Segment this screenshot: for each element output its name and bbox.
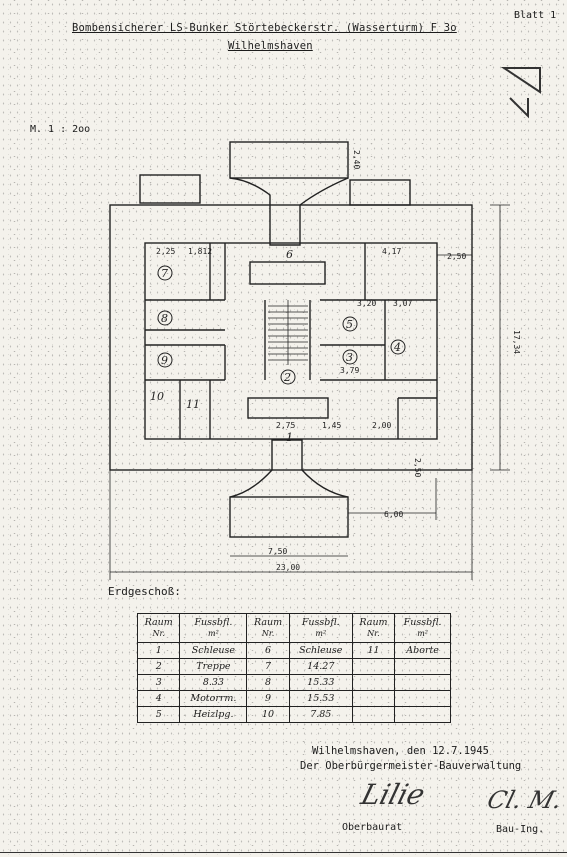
svg-text:23,00: 23,00 (276, 563, 300, 572)
bottom-border (0, 852, 567, 853)
table-cell (394, 690, 451, 707)
table-cell: Heizlpg. (179, 706, 248, 723)
document-city: Wilhelmshaven (228, 40, 313, 52)
entrance-block-bottom (229, 496, 349, 538)
svg-text:3,79: 3,79 (340, 366, 359, 375)
title-bau-ing: Bau-Ing. (496, 824, 545, 835)
svg-text:2,25: 2,25 (156, 247, 175, 256)
table-row: 2 Treppe 7 14.27 (136, 658, 451, 675)
svg-text:2,40: 2,40 (352, 150, 361, 169)
table-cell: 8.33 (179, 674, 248, 691)
svg-text:7,50: 7,50 (268, 547, 287, 556)
table-cell: 14.27 (288, 658, 353, 675)
svg-text:2,50: 2,50 (447, 252, 466, 261)
table-cell: 7 (246, 658, 290, 675)
table-cell: Treppe (179, 658, 248, 675)
entrance-block-top (229, 141, 349, 179)
svg-text:3,07: 3,07 (393, 299, 412, 308)
table-row: 3 8.33 8 15.33 (136, 674, 451, 691)
floor-label: Erdgeschoß: (108, 585, 181, 598)
svg-text:3,20: 3,20 (357, 299, 376, 308)
svg-text:6: 6 (286, 248, 293, 261)
table-cell: Motorrm. (179, 690, 248, 707)
table-header: Fussbfl.m² (288, 613, 353, 643)
table-cell (394, 658, 451, 675)
table-cell: 10 (246, 706, 290, 723)
svg-text:2,50: 2,50 (413, 458, 422, 477)
outer-wall (109, 204, 473, 471)
svg-text:1,812: 1,812 (188, 247, 212, 256)
table-header: Fussbfl.m² (394, 613, 451, 643)
table-cell: 15.53 (288, 690, 353, 707)
document-title: Bombensicherer LS-Bunker Störtebeckerstr… (72, 22, 457, 34)
table-cell (394, 674, 451, 691)
table-cell: 4 (136, 690, 181, 707)
svg-text:2,00: 2,00 (372, 421, 391, 430)
inner-rooms (144, 242, 438, 440)
table-cell: Schleuse (179, 642, 248, 659)
table-cell (394, 706, 451, 723)
table-cell: 1 (136, 642, 181, 659)
svg-text:1,45: 1,45 (322, 421, 341, 430)
issuing-office: Der Oberbürgermeister-Bauverwaltung (300, 760, 522, 772)
table-cell: 3 (136, 674, 181, 691)
table-cell: 8 (246, 674, 290, 691)
svg-text:5: 5 (346, 318, 353, 331)
table-cell (351, 690, 396, 707)
room-4: 4 (390, 339, 406, 355)
svg-text:2: 2 (283, 371, 291, 384)
place-date: Wilhelmshaven, den 12.7.1945 (312, 745, 490, 757)
table-cell: 2 (136, 658, 181, 675)
title-oberbaurat: Oberbaurat (342, 822, 403, 833)
signature-right: Cl. M. (484, 786, 566, 814)
room-3: 3 (342, 349, 358, 365)
table-row: 4 Motorrm. 9 15.53 (136, 690, 451, 707)
table-row: 1 Schleuse 6 Schleuse 11 Aborte (136, 642, 451, 659)
room-1: 1 (286, 431, 293, 444)
table-cell (351, 674, 396, 691)
table-cell (351, 706, 396, 723)
svg-text:11: 11 (186, 398, 200, 411)
table-cell: 6 (246, 642, 290, 659)
svg-text:2,75: 2,75 (276, 421, 295, 430)
room-11: 11 (186, 398, 200, 411)
table-cell: Aborte (394, 642, 451, 659)
sheet-number: Blatt 1 (514, 10, 557, 21)
svg-text:3: 3 (346, 351, 353, 364)
north-arrow-icon (500, 64, 544, 130)
table-cell: 9 (246, 690, 290, 707)
svg-text:1: 1 (286, 431, 293, 444)
floor-plan: 7 8 9 10 11 6 2 1 5 3 4 2,50 17,34 7,50 … (109, 141, 521, 580)
svg-text:4: 4 (393, 341, 401, 354)
svg-text:7: 7 (161, 267, 168, 280)
scale-label: M. 1 : 2oo (30, 124, 91, 135)
table-cell (351, 658, 396, 675)
room-5: 5 (342, 316, 358, 332)
room-7: 7 (157, 265, 173, 281)
table-row: 5 Heizlpg. 10 7.85 (136, 706, 451, 723)
table-header: Fussbfl.m² (179, 613, 248, 643)
svg-text:17,34: 17,34 (512, 330, 521, 354)
table-cell: Schleuse (288, 642, 353, 659)
svg-text:4,17: 4,17 (382, 247, 401, 256)
room-8: 8 (157, 310, 173, 326)
room-2: 2 (280, 369, 296, 385)
svg-text:6,00: 6,00 (384, 510, 403, 519)
table-cell: 7.85 (288, 706, 353, 723)
svg-text:9: 9 (161, 354, 168, 367)
table-cell: 5 (136, 706, 181, 723)
table-cell: 15.33 (288, 674, 353, 691)
svg-text:10: 10 (150, 390, 164, 403)
table-cell: 11 (351, 642, 396, 659)
room-6: 6 (286, 248, 293, 261)
signature-left: Lilie (357, 778, 429, 811)
svg-text:8: 8 (161, 312, 168, 325)
room-10: 10 (150, 390, 164, 403)
room-9: 9 (157, 352, 173, 368)
